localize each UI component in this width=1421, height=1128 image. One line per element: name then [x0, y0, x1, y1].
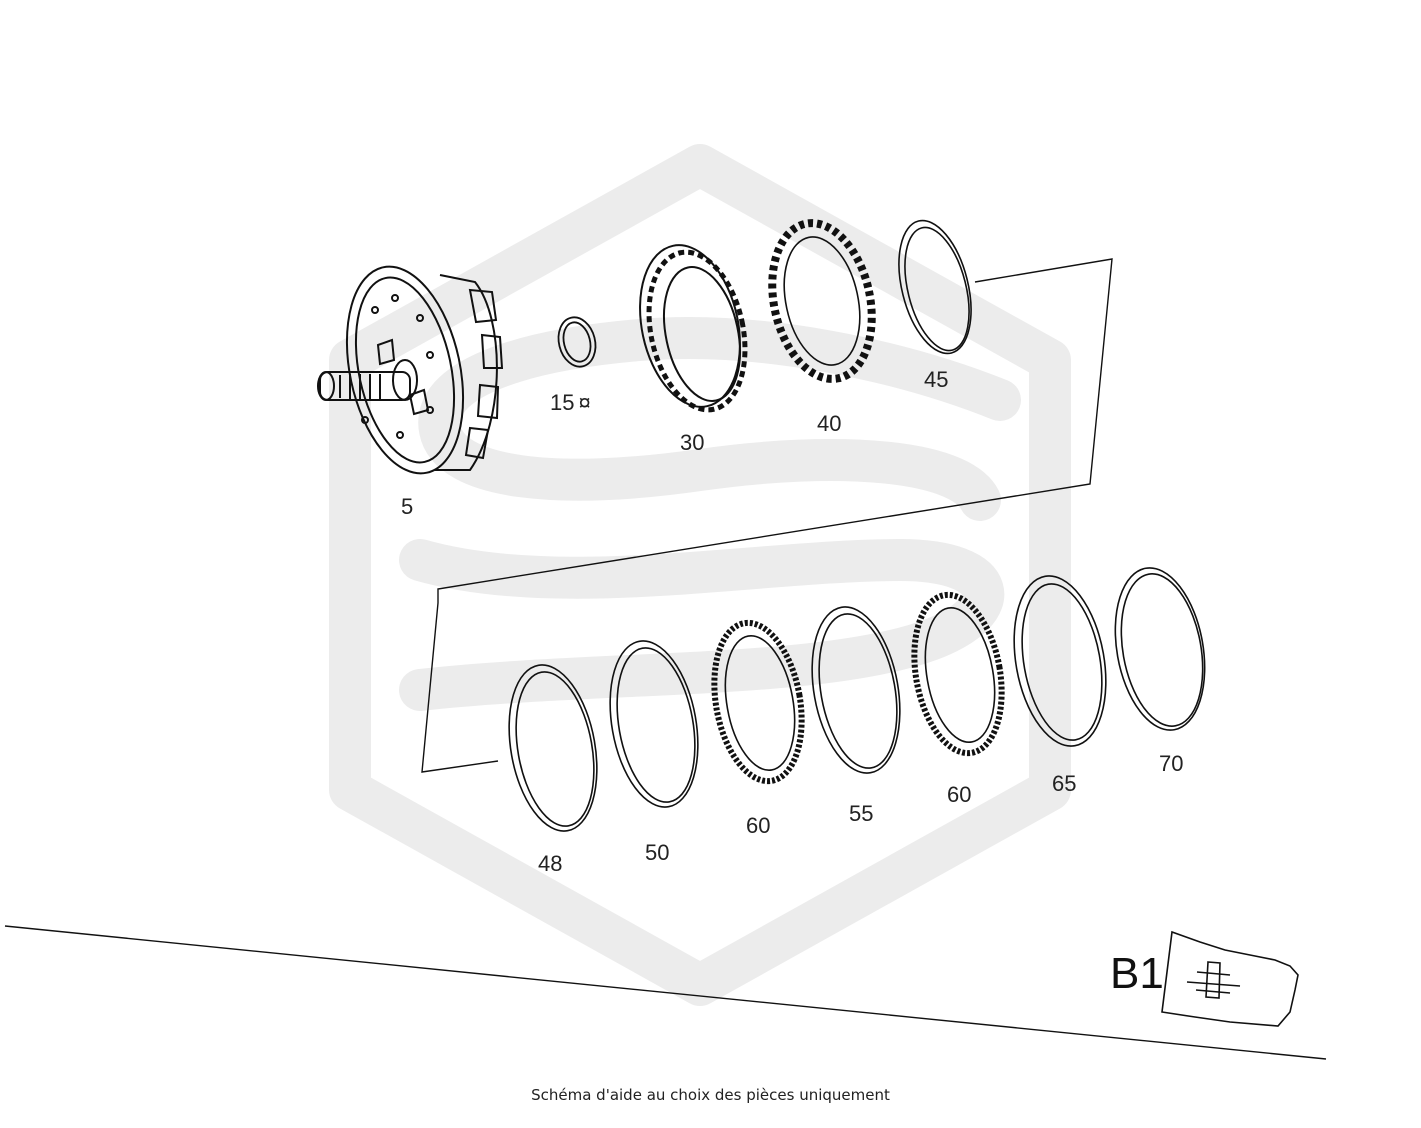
b1-badge: B1 — [1110, 930, 1299, 1027]
part-label-40: 40 — [817, 411, 841, 436]
ring-gear — [639, 244, 748, 413]
snap-ring-small — [557, 316, 597, 368]
part-label-70: 70 — [1159, 751, 1183, 776]
part-label-5: 5 — [401, 494, 413, 519]
footer-caption: Schéma d'aide au choix des pièces unique… — [531, 1086, 890, 1104]
snap-ring-top — [898, 219, 972, 355]
part-label-45: 45 — [924, 367, 948, 392]
friction-disc-a-shape — [711, 619, 805, 785]
plate-50-shape — [609, 640, 699, 808]
friction-disc-b-shape — [911, 591, 1005, 757]
clutch-housing — [317, 265, 504, 475]
part-label-60a: 60 — [746, 813, 770, 838]
part-label-30: 30 — [680, 430, 704, 455]
steel-plate-65-shape — [1013, 575, 1107, 747]
b1-label: B1 — [1110, 949, 1164, 998]
part-label-15: 15¤ — [550, 390, 591, 415]
plate-48-shape — [508, 664, 598, 832]
part-label-65: 65 — [1052, 771, 1076, 796]
transmission-icon — [1161, 930, 1299, 1027]
toothed-disc — [768, 219, 876, 383]
part-label-50: 50 — [645, 840, 669, 865]
group-outline — [421, 258, 1113, 773]
snap-ring-70-shape — [1114, 567, 1206, 731]
part-label-48: 48 — [538, 851, 562, 876]
part-label-55: 55 — [849, 801, 873, 826]
baseline-line — [4, 925, 1327, 1060]
steel-plate-55-shape — [811, 606, 901, 774]
watermark-logo — [329, 144, 1071, 1006]
part-label-60b: 60 — [947, 782, 971, 807]
